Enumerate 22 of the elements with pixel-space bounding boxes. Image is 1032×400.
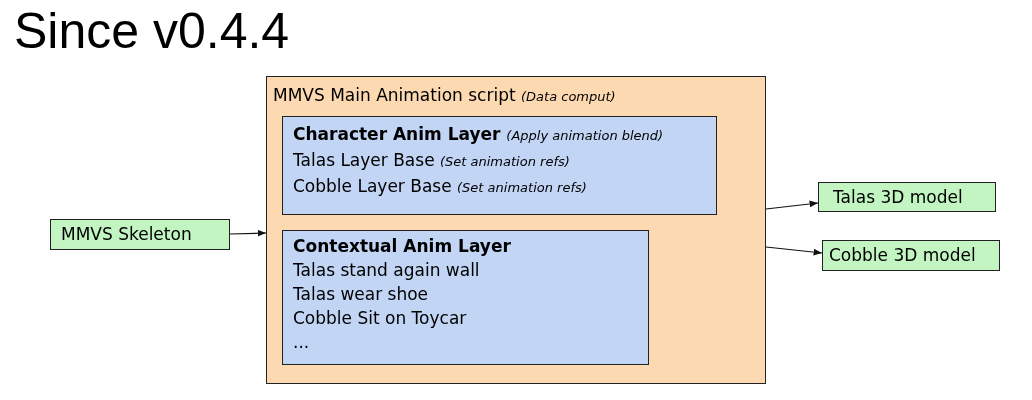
- node-text: ...: [293, 331, 310, 354]
- node-title: Cobble 3D model: [829, 244, 976, 267]
- node-text: Talas Layer Base (Set animation refs): [293, 149, 570, 172]
- model-box: [822, 240, 1000, 271]
- layer-box: [282, 230, 649, 365]
- node-title: Character Anim Layer (Apply animation blend): [293, 123, 664, 146]
- node-text: Talas wear shoe: [293, 283, 429, 306]
- arrow: [765, 246, 823, 256]
- arrow: [765, 200, 819, 210]
- node-text: Talas stand again wall: [293, 259, 480, 282]
- node-title: MMVS Skeleton: [61, 223, 192, 246]
- script-box: [266, 76, 766, 384]
- node-title: Talas 3D model: [833, 186, 963, 209]
- skeleton-box: [50, 219, 230, 250]
- node-text: Cobble Sit on Toycar: [293, 307, 467, 330]
- model-box: [818, 182, 996, 212]
- arrow: [229, 229, 267, 237]
- node-title: Contextual Anim Layer: [293, 235, 511, 258]
- title: Since v0.4.4: [14, 2, 290, 60]
- node-title: MMVS Main Animation script (Data comput): [273, 84, 616, 107]
- node-text: Cobble Layer Base (Set animation refs): [293, 175, 587, 198]
- layer-box: [282, 116, 717, 215]
